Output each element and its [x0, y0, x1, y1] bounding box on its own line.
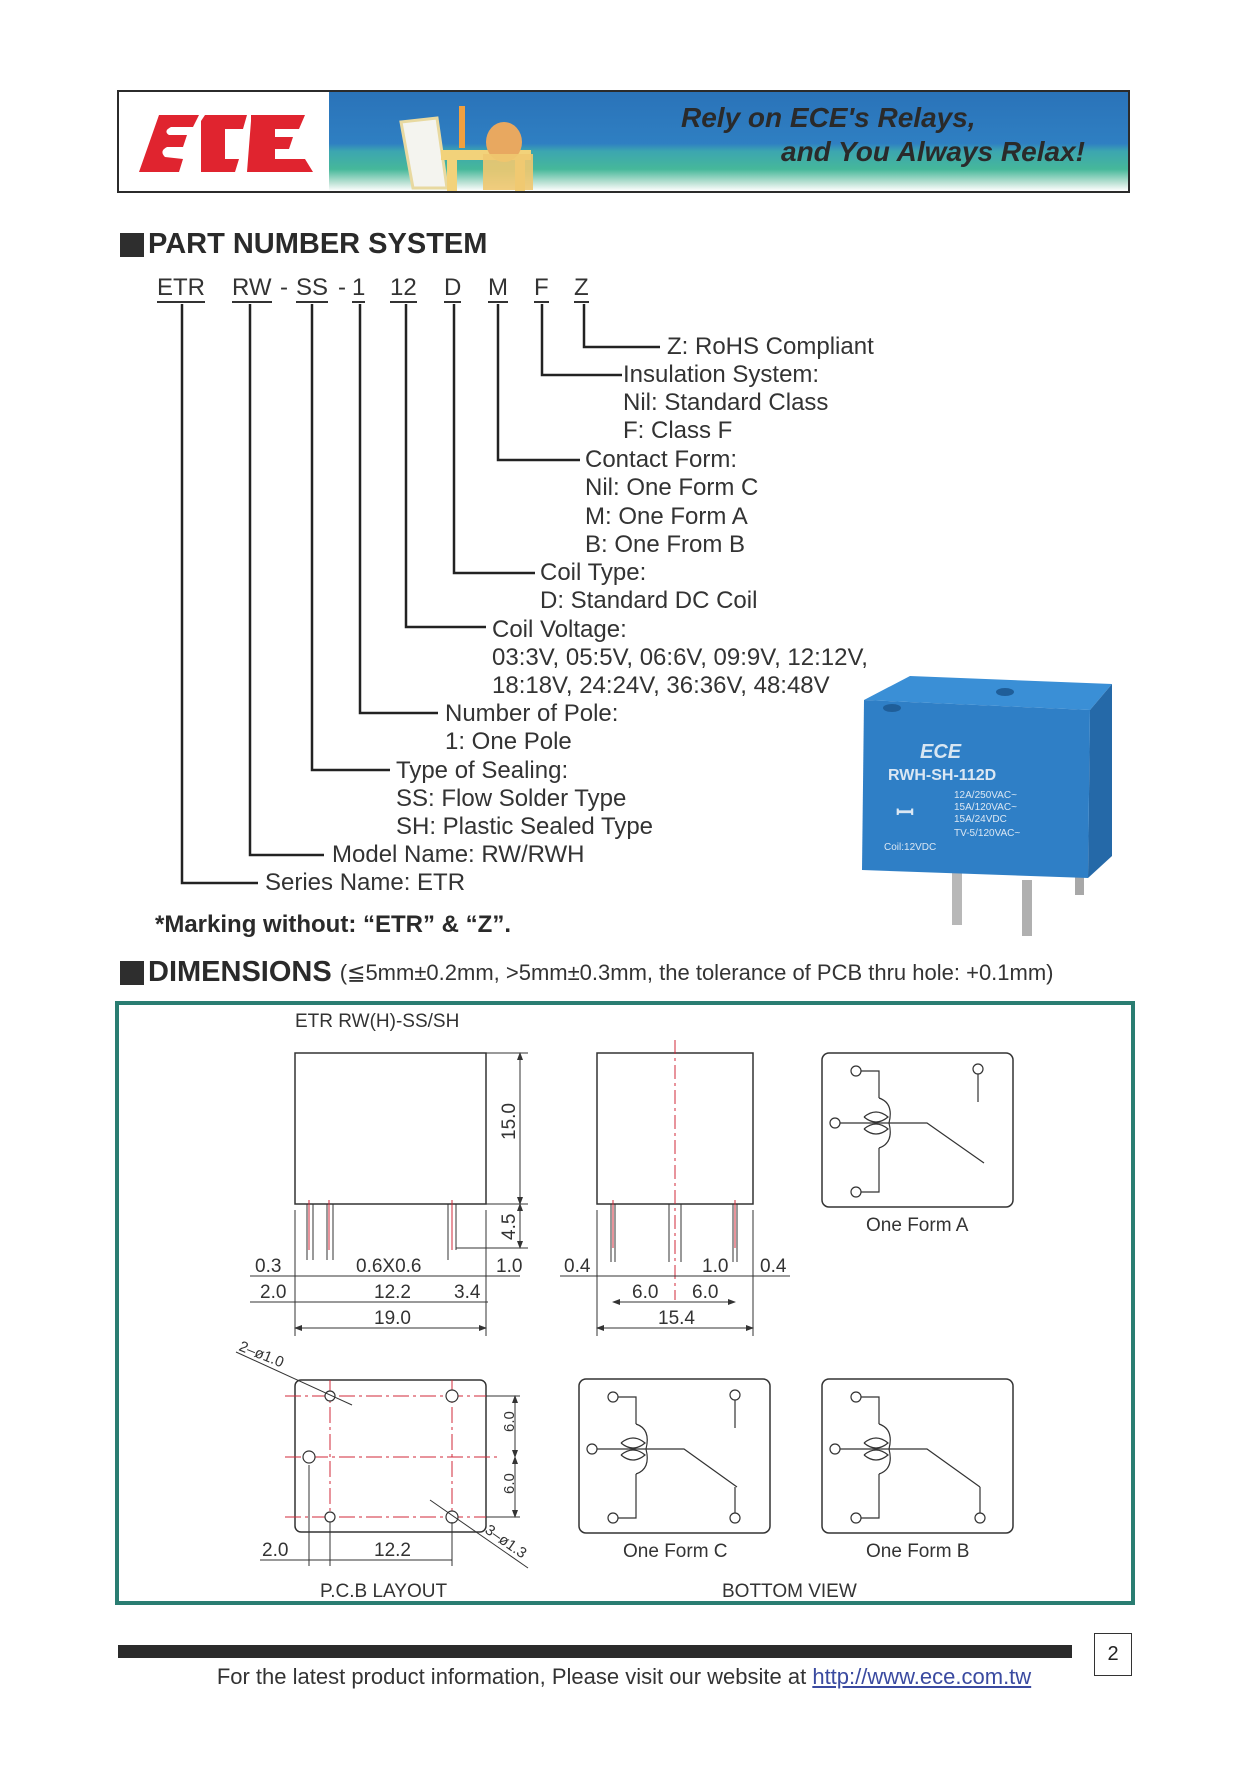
- dimension-drawings: ETR RW(H)-SS/SH 15.0 4.5 0.3: [235, 1011, 1014, 1602]
- form-a-label: One Form A: [866, 1215, 969, 1236]
- dim-pin-thickness: 0.3: [255, 1256, 281, 1277]
- code-pole: 1: [352, 274, 366, 303]
- dim-pitch: 12.2: [374, 1282, 411, 1303]
- side-view-drawing: ETR RW(H)-SS/SH 15.0 4.5 0.3: [250, 1011, 528, 1336]
- ul-mark-icon: ꟷ: [896, 800, 914, 825]
- dim-row-b: 6.0: [501, 1473, 518, 1494]
- form-c-label: One Form C: [623, 1541, 728, 1562]
- dimensions-title: DIMENSIONS: [148, 956, 332, 988]
- pcb-layout-drawing: 2–ø1.0 3–ø1.3 6.0 6.0 2.0 12.2 P.C.B LAY…: [235, 1338, 530, 1602]
- dim-pcb-offset: 2.0: [262, 1540, 288, 1561]
- desc-contact-option: B: One From B: [585, 531, 746, 558]
- code-separator: -: [338, 274, 346, 301]
- relay-coil-marking: Coil:12VDC: [884, 842, 936, 853]
- desc-sealing-option: SS: Flow Solder Type: [396, 785, 627, 812]
- ece-logo: [119, 92, 329, 191]
- desc-sealing-title: Type of Sealing:: [396, 757, 569, 784]
- end-view-drawing: 0.4 1.0 0.4 6.0 6.0 15.4: [560, 1040, 790, 1336]
- relay-model-marking: RWH-SH-112D: [888, 767, 996, 784]
- dim-offset-left: 2.0: [260, 1282, 286, 1303]
- part-number-connector-lines: [180, 304, 660, 885]
- dim-end-right: 0.4: [760, 1256, 787, 1277]
- bottom-view-label: BOTTOM VIEW: [722, 1581, 857, 1602]
- schematic-one-form-a: One Form A: [821, 1052, 1014, 1236]
- code-contact-form: M: [488, 274, 508, 303]
- desc-pole-option: 1: One Pole: [445, 728, 572, 755]
- code-sealing: SS: [296, 274, 329, 303]
- heading-square-icon: [120, 960, 144, 985]
- dim-pcb-pitch: 12.2: [374, 1540, 411, 1561]
- part-number-system-title: PART NUMBER SYSTEM: [148, 228, 488, 260]
- desc-contact-option: Nil: One Form C: [585, 474, 759, 501]
- side-view-label: ETR RW(H)-SS/SH: [295, 1011, 459, 1032]
- dimensions-tolerance-note: (≦5mm±0.2mm, >5mm±0.3mm, the tolerance o…: [339, 959, 1054, 985]
- desc-series-name: Series Name: ETR: [265, 869, 466, 896]
- marking-note: *Marking without: “ETR” & “Z”.: [155, 911, 511, 938]
- website-link[interactable]: http://www.ece.com.tw: [812, 1664, 1032, 1689]
- desc-model-name: Model Name: RW/RWH: [332, 841, 585, 868]
- desc-coil-type-title: Coil Type:: [540, 559, 647, 586]
- desc-insulation-option: Nil: Standard Class: [623, 389, 829, 416]
- code-insulation: F: [534, 274, 549, 303]
- desc-pole-title: Number of Pole:: [445, 700, 619, 727]
- code-separator: -: [280, 274, 288, 301]
- desc-insulation-option: F: Class F: [623, 417, 733, 444]
- pcb-layout-label: P.C.B LAYOUT: [320, 1581, 447, 1602]
- desc-insulation-title: Insulation System:: [623, 361, 820, 388]
- desc-voltage-title: Coil Voltage:: [492, 616, 627, 643]
- relay-rating: 15A/120VAC~: [954, 802, 1017, 813]
- banner-tagline-line1: Rely on ECE's Relays,: [681, 102, 976, 133]
- header-banner: Rely on ECE's Relays, and You Always Rel…: [117, 90, 1130, 193]
- page-number: 2: [1094, 1633, 1132, 1676]
- desc-voltage-options: 18:18V, 24:24V, 36:36V, 48:48V: [492, 672, 830, 699]
- dim-end-mid: 1.0: [702, 1256, 728, 1277]
- dimensions-drawing-box: [115, 1001, 1135, 1605]
- dim-pin-right: 1.0: [496, 1256, 522, 1277]
- schematic-one-form-c: One Form C: [578, 1378, 771, 1562]
- dimensions-heading: DIMENSIONS (≦5mm±0.2mm, >5mm±0.3mm, the …: [120, 956, 1054, 989]
- footer-message: For the latest product information, Plea…: [216, 1664, 813, 1689]
- dim-hole-large: 3–ø1.3: [482, 1521, 530, 1562]
- schematic-one-form-b: One Form B: [821, 1378, 1014, 1562]
- relay-logo: ECE: [920, 741, 962, 763]
- relay-product-photo: ECE RWH-SH-112D ꟷ 12A/250VAC~ 15A/120VAC…: [862, 676, 1112, 936]
- heading-square-icon: [120, 232, 144, 257]
- form-b-label: One Form B: [866, 1541, 969, 1562]
- dim-length: 19.0: [374, 1308, 411, 1329]
- relay-rating: 12A/250VAC~: [954, 790, 1017, 801]
- banner-tagline-line2: and You Always Relax!: [781, 136, 1085, 167]
- dim-hole-small: 2–ø1.0: [237, 1338, 287, 1371]
- dim-pin-height: 4.5: [499, 1214, 520, 1240]
- dim-end-pitch-b: 6.0: [692, 1282, 718, 1303]
- beach-chair-illustration: [399, 106, 533, 191]
- dim-row-a: 6.0: [501, 1411, 518, 1432]
- code-rohs: Z: [574, 274, 589, 303]
- desc-voltage-options: 03:3V, 05:5V, 06:6V, 09:9V, 12:12V,: [492, 644, 868, 671]
- part-number-system-heading: PART NUMBER SYSTEM: [120, 228, 487, 261]
- footer-text: For the latest product information, Plea…: [0, 1664, 1248, 1690]
- dim-pin-size: 0.6X0.6: [356, 1256, 422, 1277]
- desc-rohs: Z: RoHS Compliant: [667, 333, 874, 360]
- dim-end-left: 0.4: [564, 1256, 591, 1277]
- desc-sealing-option: SH: Plastic Sealed Type: [396, 813, 654, 840]
- desc-contact-title: Contact Form:: [585, 446, 738, 473]
- dim-end-pitch-a: 6.0: [632, 1282, 658, 1303]
- relay-rating: TV-5/120VAC~: [954, 828, 1020, 839]
- dim-end-width: 15.4: [658, 1308, 695, 1329]
- code-voltage: 12: [390, 274, 417, 303]
- relay-rating: 15A/24VDC: [954, 814, 1007, 825]
- dim-offset-right: 3.4: [454, 1282, 481, 1303]
- desc-contact-option: M: One Form A: [585, 503, 748, 530]
- code-coil-type: D: [444, 274, 462, 303]
- dim-body-height: 15.0: [499, 1103, 520, 1140]
- footer-bar: [118, 1645, 1072, 1658]
- beach-banner-image: Rely on ECE's Relays, and You Always Rel…: [329, 92, 1128, 191]
- code-series: ETR: [157, 274, 205, 303]
- ece-logo-icon: [139, 114, 313, 172]
- code-model: RW: [232, 274, 272, 303]
- desc-coil-type-option: D: Standard DC Coil: [540, 587, 758, 614]
